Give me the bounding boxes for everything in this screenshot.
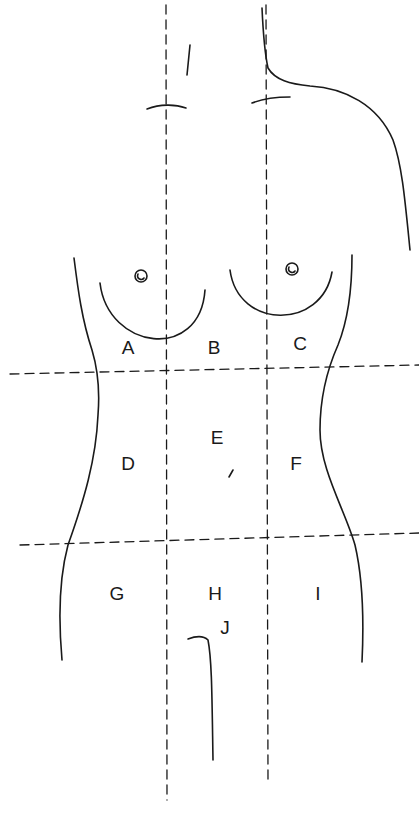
region-letter: H bbox=[208, 584, 222, 603]
nipple bbox=[135, 270, 147, 282]
region-letter: E bbox=[211, 428, 224, 447]
region-letter: C bbox=[293, 334, 307, 353]
region-dashed-lines bbox=[10, 5, 419, 800]
neck-shoulder-line bbox=[262, 8, 410, 250]
body-contour bbox=[320, 255, 363, 662]
neck-line bbox=[187, 45, 190, 75]
region-letter: A bbox=[122, 338, 135, 357]
nipple bbox=[289, 267, 295, 272]
clavicle bbox=[147, 105, 186, 109]
region-letter: D bbox=[121, 454, 135, 473]
region-letter: G bbox=[110, 584, 125, 603]
breast-outline bbox=[230, 270, 332, 315]
region-letter: B bbox=[208, 338, 221, 357]
breast-outline bbox=[100, 283, 205, 339]
region-letter: F bbox=[290, 454, 302, 473]
clavicle bbox=[252, 97, 290, 103]
region-letter: I bbox=[315, 584, 320, 603]
nipple bbox=[286, 263, 298, 275]
nipple bbox=[138, 274, 144, 279]
body-contour bbox=[60, 258, 99, 660]
region-letter: J bbox=[220, 618, 230, 637]
thigh-line bbox=[188, 637, 213, 760]
navel bbox=[229, 470, 233, 477]
